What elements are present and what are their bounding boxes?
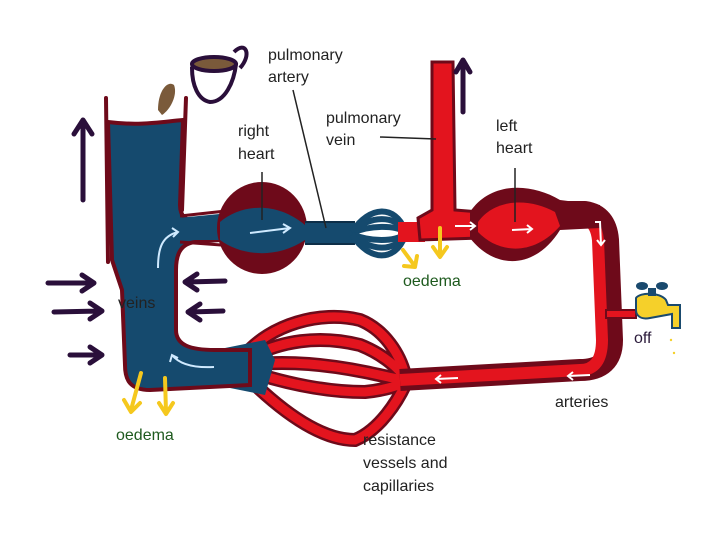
- capillary-vessel: [240, 365, 410, 397]
- pulmonary-artery: [305, 221, 355, 245]
- flow-arrow: [169, 353, 215, 369]
- label-resistance-3: capillaries: [363, 478, 434, 495]
- up-arrow-icon: [453, 57, 473, 115]
- flow-arrow: [434, 374, 459, 384]
- label-left-heart-2: heart: [496, 140, 533, 157]
- flow-arrow: [511, 224, 534, 234]
- label-pulmonary-artery-2: artery: [268, 69, 309, 86]
- label-pulmonary-vein-2: vein: [326, 132, 355, 149]
- label-oedema-pulmonary: oedema: [403, 273, 461, 290]
- right-arrow-icon: [67, 344, 105, 366]
- down-arrow-icon: [122, 371, 143, 414]
- down-arrow-icon: [401, 248, 419, 269]
- pressure-arrows: [45, 57, 473, 366]
- label-resistance-1: resistance: [363, 432, 436, 449]
- down-arrow-icon: [157, 376, 175, 416]
- flow-arrow: [595, 221, 606, 247]
- right-arrow-icon: [51, 300, 105, 322]
- label-pulmonary-vein-1: pulmonary: [326, 110, 401, 127]
- label-oedema-systemic: oedema: [116, 427, 174, 444]
- capillary-vessel: [240, 370, 410, 445]
- oedema-arrows: [122, 226, 449, 416]
- right-arrow-icon: [45, 272, 97, 294]
- label-pulmonary-artery-1: pulmonary: [268, 47, 343, 64]
- label-right-heart-1: right: [238, 123, 270, 140]
- left-arrow-icon: [185, 301, 226, 323]
- flow-arrow: [455, 221, 477, 231]
- leader-lines: [261, 89, 516, 229]
- left-heart: [455, 187, 600, 262]
- label-left-heart-1: left: [496, 118, 518, 135]
- right-heart: [217, 182, 320, 274]
- down-arrow-icon: [431, 226, 449, 259]
- left-arrow-icon: [182, 271, 228, 293]
- coffee-cup-icon: [158, 45, 249, 115]
- up-arrow-icon: [71, 117, 95, 203]
- flow-arrow: [566, 371, 591, 381]
- venous-reservoir: [104, 96, 252, 393]
- capillary-vessel: [240, 358, 410, 385]
- flow-arrow: [249, 223, 292, 234]
- capillary-vessel: [240, 312, 410, 380]
- pulmonary-capillary-bed: [349, 208, 425, 259]
- label-arteries: arteries: [555, 394, 608, 411]
- label-veins: veins: [118, 295, 155, 312]
- label-resistance-2: vessels and: [363, 455, 448, 472]
- label-tap-state: off: [634, 330, 652, 347]
- flow-arrow: [157, 227, 180, 269]
- water-tap-icon[interactable]: [635, 282, 681, 355]
- coffee-pour: [158, 83, 176, 115]
- capillary-vessel: [240, 335, 410, 383]
- label-right-heart-2: heart: [238, 146, 275, 163]
